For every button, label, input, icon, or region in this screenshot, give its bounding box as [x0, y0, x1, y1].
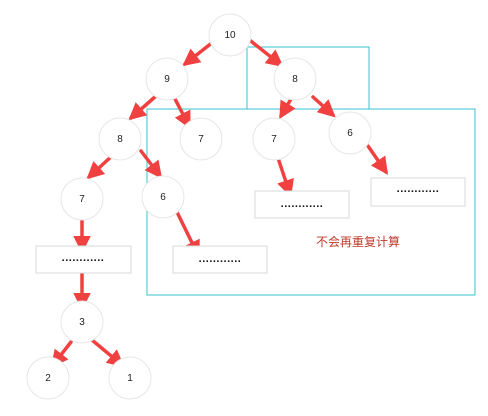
- tree-node: 9: [145, 57, 189, 101]
- ellipsis-label-2: ............: [397, 183, 440, 195]
- node-label: 3: [79, 317, 85, 328]
- ellipsis-label-1: ............: [281, 198, 324, 210]
- node-label: 7: [79, 194, 85, 205]
- tree-node: 10: [208, 13, 252, 57]
- no-recompute-note: 不会再重复计算: [316, 234, 400, 249]
- node-label: 7: [198, 134, 204, 145]
- tree-node: 3: [60, 300, 104, 344]
- node-label: 9: [164, 74, 170, 85]
- tree-node: 6: [328, 111, 372, 155]
- edge-8-6-left: [139, 149, 163, 179]
- ellipsis-label-3: ............: [199, 253, 242, 265]
- tree-node: 8: [98, 117, 142, 161]
- tree-node: 8: [273, 57, 317, 101]
- ellipsis-box-4: ............: [35, 245, 132, 274]
- tree-node: 6: [141, 175, 185, 219]
- edge-8-7-left: [86, 153, 115, 180]
- edge-8-6-right: [311, 95, 336, 118]
- edge-10-9: [182, 40, 215, 67]
- edge-9-8: [128, 94, 158, 121]
- tree-node: 2: [26, 356, 70, 400]
- edge-8-7-right: [279, 97, 296, 120]
- ellipsis-box-3: ............: [172, 245, 268, 274]
- ellipsis-label-4: ............: [62, 252, 105, 264]
- edge-10-8: [245, 36, 284, 68]
- node-label: 6: [160, 192, 166, 203]
- node-label: 10: [224, 30, 236, 41]
- node-label: 8: [117, 134, 123, 145]
- ellipsis-box-1: ............: [254, 190, 350, 219]
- tree-node: 7: [60, 177, 104, 221]
- node-label: 1: [127, 373, 133, 384]
- edge-9-7: [172, 95, 191, 130]
- node-label: 8: [292, 74, 298, 85]
- edge-3-1: [90, 338, 125, 368]
- node-label: 7: [271, 134, 277, 145]
- edge-6-ellipsis-2: [366, 144, 388, 175]
- node-label: 6: [347, 128, 353, 139]
- tree-node: 7: [252, 117, 296, 161]
- tree-node: 7: [179, 117, 223, 161]
- ellipsis-box-2: ............: [370, 177, 466, 207]
- edge-7-ellipsis-1: [276, 156, 294, 198]
- tree-node: 1: [108, 356, 152, 400]
- node-label: 2: [45, 373, 51, 384]
